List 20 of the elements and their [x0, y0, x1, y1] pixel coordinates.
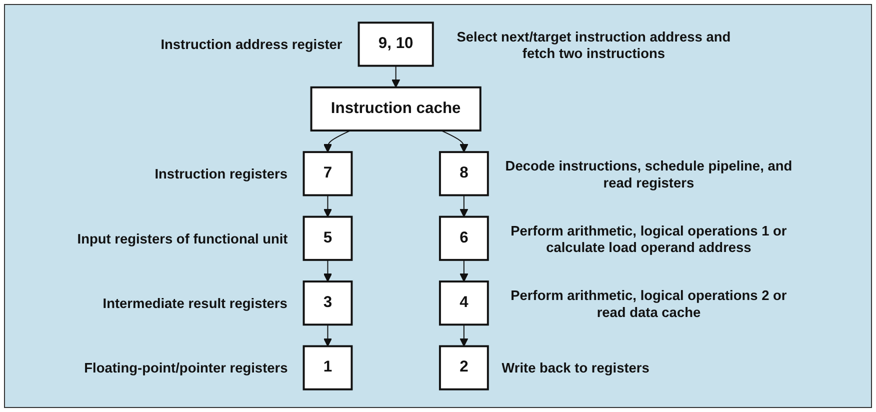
node-label: 3: [323, 294, 332, 311]
side-label: Floating-point/pointer registers: [84, 360, 288, 376]
side-label: Perform arithmetic, logical operations 2 or read data cache: [510, 288, 788, 320]
node-label: 2: [460, 358, 468, 376]
node-label: 7: [323, 164, 332, 182]
node-label: 4: [460, 294, 468, 311]
node-label: 8: [460, 164, 468, 182]
side-label: Intermediate result registers: [102, 295, 288, 312]
node-label: Instruction cache: [330, 100, 461, 117]
side-label: Input registers of functional unit: [77, 230, 288, 247]
side-label: Instruction address register: [160, 36, 342, 52]
side-label: Select next/target instruction address and fetch two instructions: [456, 29, 732, 61]
node-label: 9, 10: [378, 35, 414, 52]
side-label: Write back to registers: [502, 360, 650, 376]
node-label: 6: [460, 230, 468, 246]
side-label: Perform arithmetic, logical operations 1 or calculate load operand address: [510, 223, 788, 255]
side-label: Instruction registers: [154, 166, 288, 182]
node-label: 5: [323, 230, 332, 246]
node-label: 1: [323, 358, 332, 376]
side-label: Decode instructions, schedule pipeline, and read registers: [504, 158, 794, 190]
